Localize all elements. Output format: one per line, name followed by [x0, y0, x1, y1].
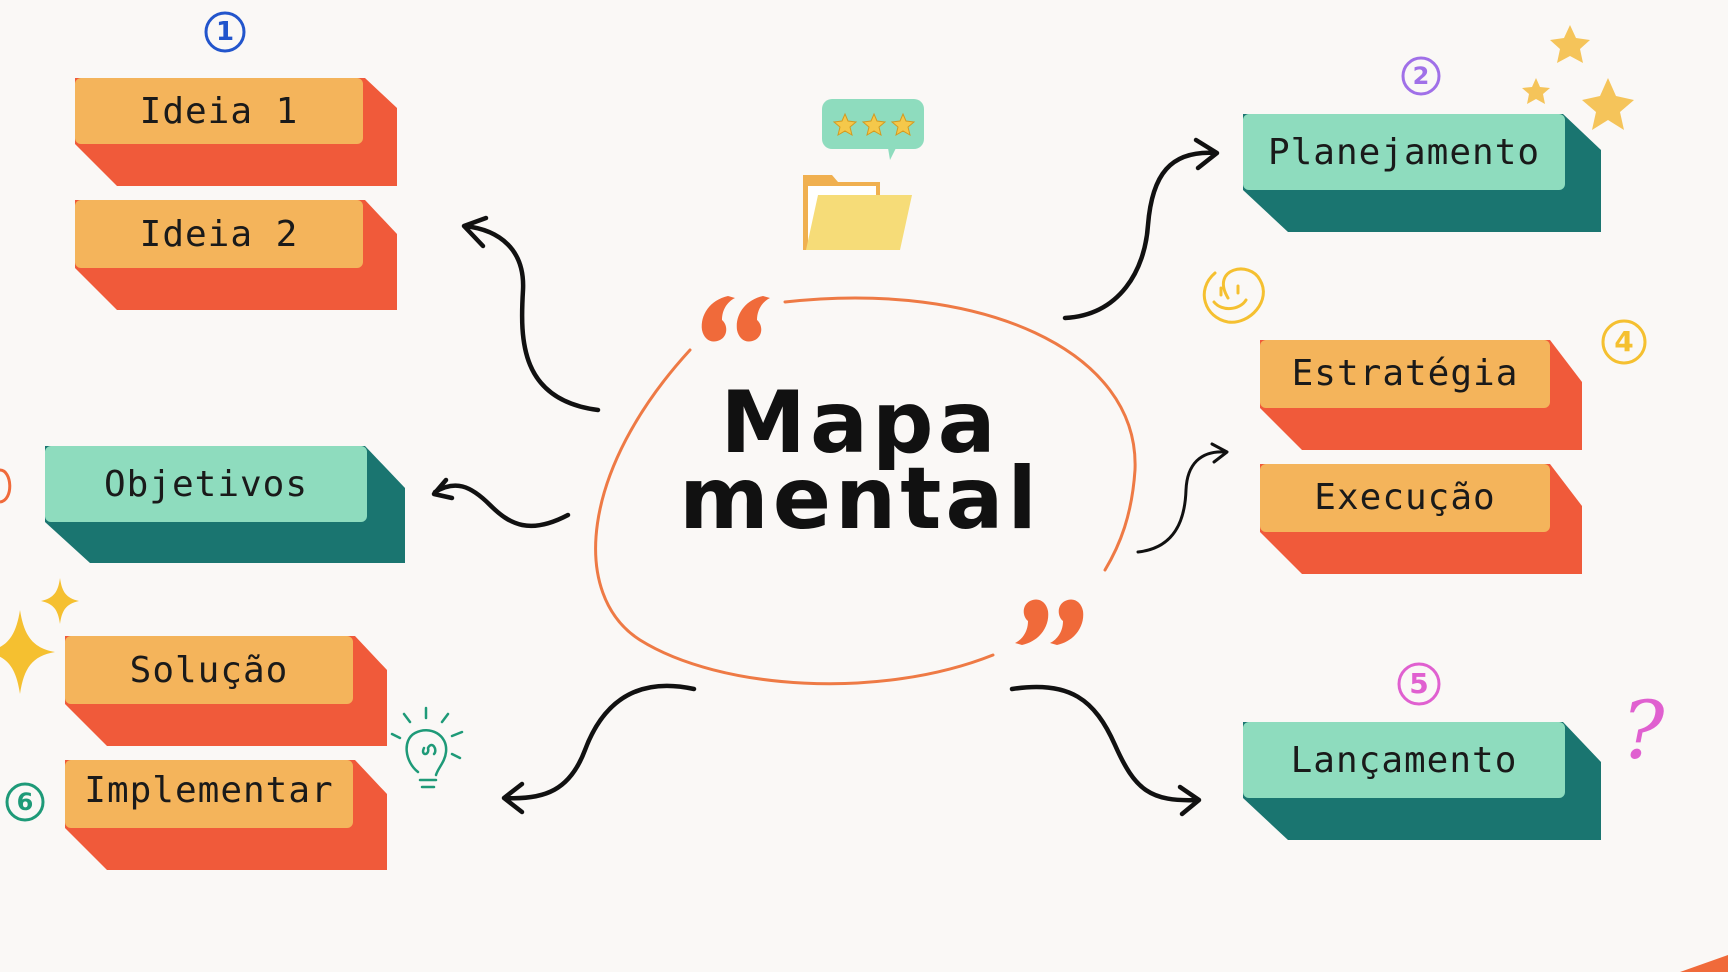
- marker-5: 5: [1409, 667, 1429, 700]
- arrowhead-ideias: [461, 215, 489, 249]
- marker-5-circle: [1397, 662, 1441, 706]
- central-title: Mapa mental: [660, 373, 1060, 549]
- central-ellipse-lower: [594, 348, 995, 686]
- node-label: Solução: [129, 649, 289, 691]
- arrowhead-lancamento: [1177, 784, 1202, 817]
- node-shape: [1243, 114, 1601, 232]
- node-label: Ideia 2: [139, 213, 299, 255]
- node-implementar[interactable]: Implementar: [65, 760, 390, 872]
- node-objetivos[interactable]: Objetivos: [45, 446, 407, 566]
- node-shape: [65, 760, 387, 870]
- node-label: Implementar: [84, 769, 334, 811]
- quote-close-icon: [1015, 599, 1084, 645]
- node-estrategia[interactable]: Estratégia: [1260, 340, 1585, 452]
- marker-4-circle: [1601, 319, 1647, 365]
- arrow-to-planejamento: [1062, 150, 1219, 321]
- node-shape: [1243, 722, 1601, 840]
- arrowhead-planejamento: [1193, 137, 1220, 171]
- node-label: Estratégia: [1291, 352, 1519, 394]
- node-shape: [75, 200, 397, 310]
- node-shape: [1260, 464, 1582, 574]
- quote-open-icon: [701, 296, 770, 342]
- arrow-to-solucao: [502, 683, 697, 801]
- edge-marker-fragment: [0, 468, 12, 504]
- node-solucao[interactable]: Solução: [65, 636, 390, 748]
- rating-bubble-icon: [822, 99, 924, 160]
- node-ideia-2[interactable]: Ideia 2: [75, 200, 400, 312]
- question-mark-icon: ?: [1621, 684, 1665, 777]
- marker-1: 1: [215, 17, 235, 47]
- arrow-to-ideias: [462, 223, 601, 413]
- marker-6-circle: [5, 782, 45, 822]
- node-execucao[interactable]: Execução: [1260, 464, 1585, 576]
- node-shape: [65, 636, 387, 746]
- node-label: Execução: [1314, 476, 1496, 518]
- central-ellipse: [783, 296, 1137, 572]
- node-lancamento[interactable]: Lançamento: [1243, 722, 1603, 842]
- folder-icon: [803, 175, 912, 250]
- arrow-to-lancamento: [1009, 684, 1201, 803]
- node-label: Objetivos: [103, 463, 309, 505]
- node-label: Ideia 1: [139, 90, 299, 132]
- marker-2-circle: [1401, 56, 1441, 96]
- arrowhead-solucao: [501, 781, 525, 815]
- title-line-1: Mapa: [720, 373, 1000, 473]
- node-label: Lançamento: [1290, 739, 1518, 781]
- marker-4: 4: [1614, 325, 1634, 358]
- arrowhead-estrategia: [1210, 442, 1229, 464]
- node-planejamento[interactable]: Planejamento: [1243, 114, 1603, 234]
- node-shape: [45, 446, 405, 563]
- arrow-to-objetivos: [432, 483, 571, 529]
- node-ideia-1[interactable]: Ideia 1: [75, 78, 400, 190]
- sparkle-icon: [0, 578, 79, 694]
- marker-1-circle: [204, 11, 246, 53]
- arrow-to-estrategia: [1136, 450, 1228, 554]
- marker-6: 6: [16, 788, 34, 816]
- node-label: Planejamento: [1267, 131, 1541, 173]
- corner-decoration: [1680, 955, 1728, 972]
- title-line-2: mental: [679, 449, 1041, 549]
- marker-2: 2: [1412, 62, 1430, 90]
- smiley-icon: [1202, 267, 1265, 324]
- lightbulb-icon: [390, 706, 464, 789]
- node-shape: [1260, 340, 1582, 450]
- node-shape: [75, 78, 397, 186]
- arrowhead-objetivos: [431, 477, 455, 501]
- star-icon: [1522, 25, 1634, 130]
